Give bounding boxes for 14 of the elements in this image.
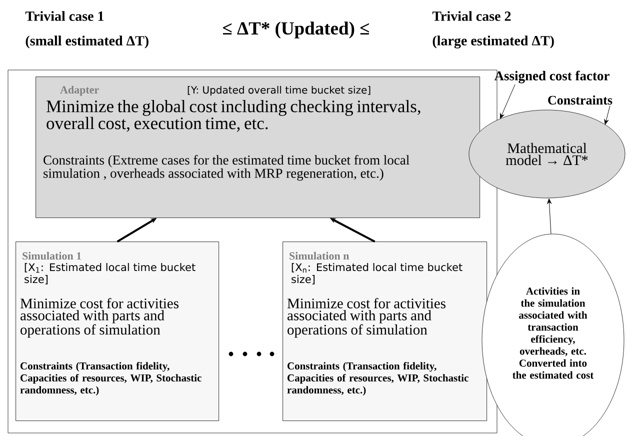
case-label: Trivial case 2 [432,11,511,21]
simulation-box: Simulation n [X$_{n}$: Estimated local time bucket size] Minimize cost for activities associated with parts and operations of simulation Constraints (Transaction fidelity, Capacities of resources, WIP, Stochastic randomness, etc.) [282,242,487,421]
inequality-text: ≤ ΔT* (Updated) ≤ [223,22,369,38]
node-label: Mathematical model → ΔT* [506,142,588,166]
callout-text: Constraints [548,95,612,105]
arrow [547,198,552,234]
arrow [604,106,610,125]
node-label: Activities in the simulation associated with transaction efficiency, overheads, etc. Converted into the estimated cost [512,287,594,379]
arrow [500,84,516,119]
callout-text: Assigned cost factor [494,70,610,84]
case-label: (large estimated ΔT) [432,36,554,48]
simulation-box: Simulation 1 [X$_{1}$: Estimated local time bucket size] Minimize cost for activities associated with parts and operations of simulation Constraints (Transaction fidelity, Capacities of resources, WIP, Stochastic randomness, etc.) [16,242,219,421]
case-label: Trivial case 1 [25,11,104,21]
case-label: (small estimated ΔT) [26,36,148,48]
